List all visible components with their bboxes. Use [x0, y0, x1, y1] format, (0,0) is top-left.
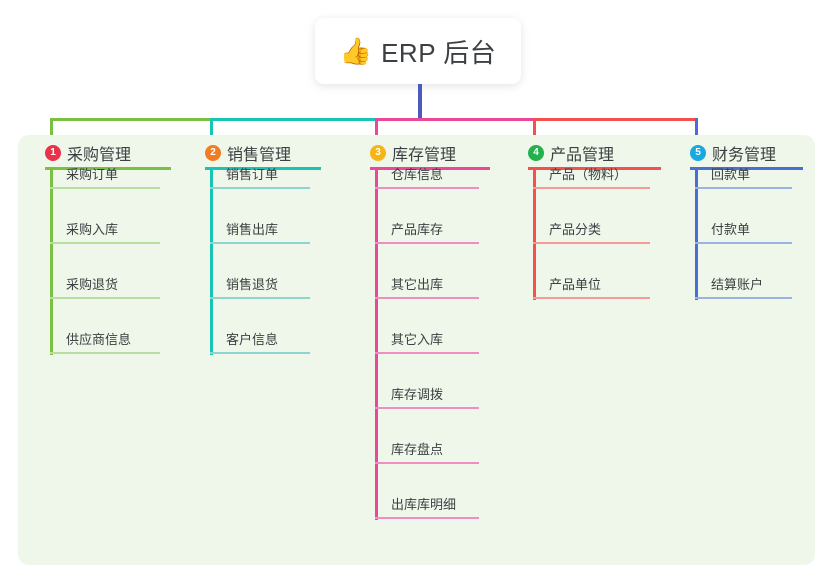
branch-spine — [375, 167, 378, 520]
branch-header-5[interactable]: 5 财务管理 — [690, 141, 776, 165]
leaf-item-rule — [375, 352, 479, 354]
branch-header-rule — [370, 167, 490, 170]
leaf-item-label: 销售出库 — [226, 222, 279, 237]
branch-title: 销售管理 — [227, 147, 292, 164]
bus-segment-3 — [375, 118, 536, 121]
branch-title: 采购管理 — [67, 147, 132, 164]
leaf-item-rule — [375, 517, 479, 519]
branch-number-badge: 1 — [45, 145, 61, 161]
leaf-item-label: 出库库明细 — [391, 497, 457, 512]
leaf-item-rule — [50, 352, 160, 354]
bus-segment-2 — [210, 118, 378, 121]
leaf-item-label: 结算账户 — [711, 277, 764, 292]
branch-header-rule — [45, 167, 171, 170]
branch-number-badge: 2 — [205, 145, 221, 161]
leaf-item[interactable]: 库存盘点 — [375, 434, 479, 464]
leaf-item-rule — [533, 187, 650, 189]
leaf-item[interactable]: 销售退货 — [210, 269, 310, 299]
leaf-item[interactable]: 产品库存 — [375, 214, 479, 244]
leaf-item[interactable]: 产品单位 — [533, 269, 650, 299]
leaf-item[interactable]: 采购订单 — [50, 159, 160, 189]
leaf-item-label: 仓库信息 — [391, 167, 444, 182]
thumbs-up-icon: 👍 — [339, 36, 373, 66]
branch-spine — [695, 167, 698, 300]
leaf-item-label: 回款单 — [711, 167, 751, 182]
branch-header-rule — [690, 167, 803, 170]
leaf-item-rule — [210, 297, 310, 299]
leaf-item-rule — [50, 187, 160, 189]
leaf-item-label: 采购退货 — [66, 277, 119, 292]
leaf-item-rule — [50, 242, 160, 244]
trunk-connector — [418, 84, 422, 121]
branch-spine — [210, 167, 213, 355]
leaf-item-label: 客户信息 — [226, 332, 279, 347]
branch-spine — [50, 167, 53, 355]
leaf-item[interactable]: 其它入库 — [375, 324, 479, 354]
root-node[interactable]: 👍 ERP 后台 — [315, 18, 521, 84]
branch-header-4[interactable]: 4 产品管理 — [528, 141, 614, 165]
leaf-item-rule — [375, 462, 479, 464]
branch-number-badge: 5 — [690, 145, 706, 161]
branch-header-rule — [205, 167, 321, 170]
leaf-item-label: 采购入库 — [66, 222, 119, 237]
leaf-item-rule — [375, 297, 479, 299]
leaf-item[interactable]: 出库库明细 — [375, 489, 479, 519]
branch-header-1[interactable]: 1 采购管理 — [45, 141, 131, 165]
leaf-item-label: 产品分类 — [549, 222, 602, 237]
leaf-item[interactable]: 采购入库 — [50, 214, 160, 244]
leaf-item-rule — [210, 187, 310, 189]
leaf-item-rule — [375, 407, 479, 409]
leaf-item[interactable]: 产品分类 — [533, 214, 650, 244]
leaf-item[interactable]: 结算账户 — [695, 269, 792, 299]
branch-title: 产品管理 — [550, 147, 615, 164]
leaf-item[interactable]: 仓库信息 — [375, 159, 479, 189]
leaf-item-rule — [695, 242, 792, 244]
branches-panel: 1 采购管理采购订单采购入库采购退货供应商信息 2 销售管理销售订单销售出库销售退货客… — [18, 135, 815, 565]
leaf-item-rule — [375, 242, 479, 244]
leaf-item-label: 产品单位 — [549, 277, 602, 292]
branch-header-2[interactable]: 2 销售管理 — [205, 141, 291, 165]
branch-title: 财务管理 — [712, 147, 777, 164]
leaf-item-label: 其它入库 — [391, 332, 444, 347]
root-node-title: ERP 后台 — [381, 37, 497, 68]
leaf-item-rule — [375, 187, 479, 189]
leaf-item-rule — [533, 242, 650, 244]
leaf-item[interactable]: 产品（物料） — [533, 159, 650, 189]
branch-number-badge: 4 — [528, 145, 544, 161]
leaf-item[interactable]: 其它出库 — [375, 269, 479, 299]
leaf-item-rule — [695, 297, 792, 299]
leaf-item-rule — [50, 297, 160, 299]
leaf-item-rule — [533, 297, 650, 299]
leaf-item-label: 产品（物料） — [549, 167, 628, 182]
leaf-item[interactable]: 采购退货 — [50, 269, 160, 299]
leaf-item-label: 销售订单 — [226, 167, 279, 182]
leaf-item-label: 采购订单 — [66, 167, 119, 182]
branch-header-rule — [528, 167, 661, 170]
leaf-item-label: 销售退货 — [226, 277, 279, 292]
leaf-item-label: 供应商信息 — [66, 332, 132, 347]
branch-number-badge: 3 — [370, 145, 386, 161]
leaf-item[interactable]: 供应商信息 — [50, 324, 160, 354]
leaf-item-label: 其它出库 — [391, 277, 444, 292]
branch-header-3[interactable]: 3 库存管理 — [370, 141, 456, 165]
leaf-item-rule — [210, 242, 310, 244]
bus-segment-1 — [50, 118, 213, 121]
leaf-item-rule — [695, 187, 792, 189]
leaf-item-label: 库存调拨 — [391, 387, 444, 402]
leaf-item-label: 库存盘点 — [391, 442, 444, 457]
leaf-item-rule — [210, 352, 310, 354]
leaf-item[interactable]: 回款单 — [695, 159, 792, 189]
leaf-item[interactable]: 销售订单 — [210, 159, 310, 189]
leaf-item[interactable]: 库存调拨 — [375, 379, 479, 409]
branch-title: 库存管理 — [392, 147, 457, 164]
leaf-item-label: 产品库存 — [391, 222, 444, 237]
leaf-item[interactable]: 销售出库 — [210, 214, 310, 244]
branch-spine — [533, 167, 536, 300]
bus-segment-4 — [533, 118, 698, 121]
leaf-item-label: 付款单 — [711, 222, 751, 237]
leaf-item[interactable]: 客户信息 — [210, 324, 310, 354]
leaf-item[interactable]: 付款单 — [695, 214, 792, 244]
